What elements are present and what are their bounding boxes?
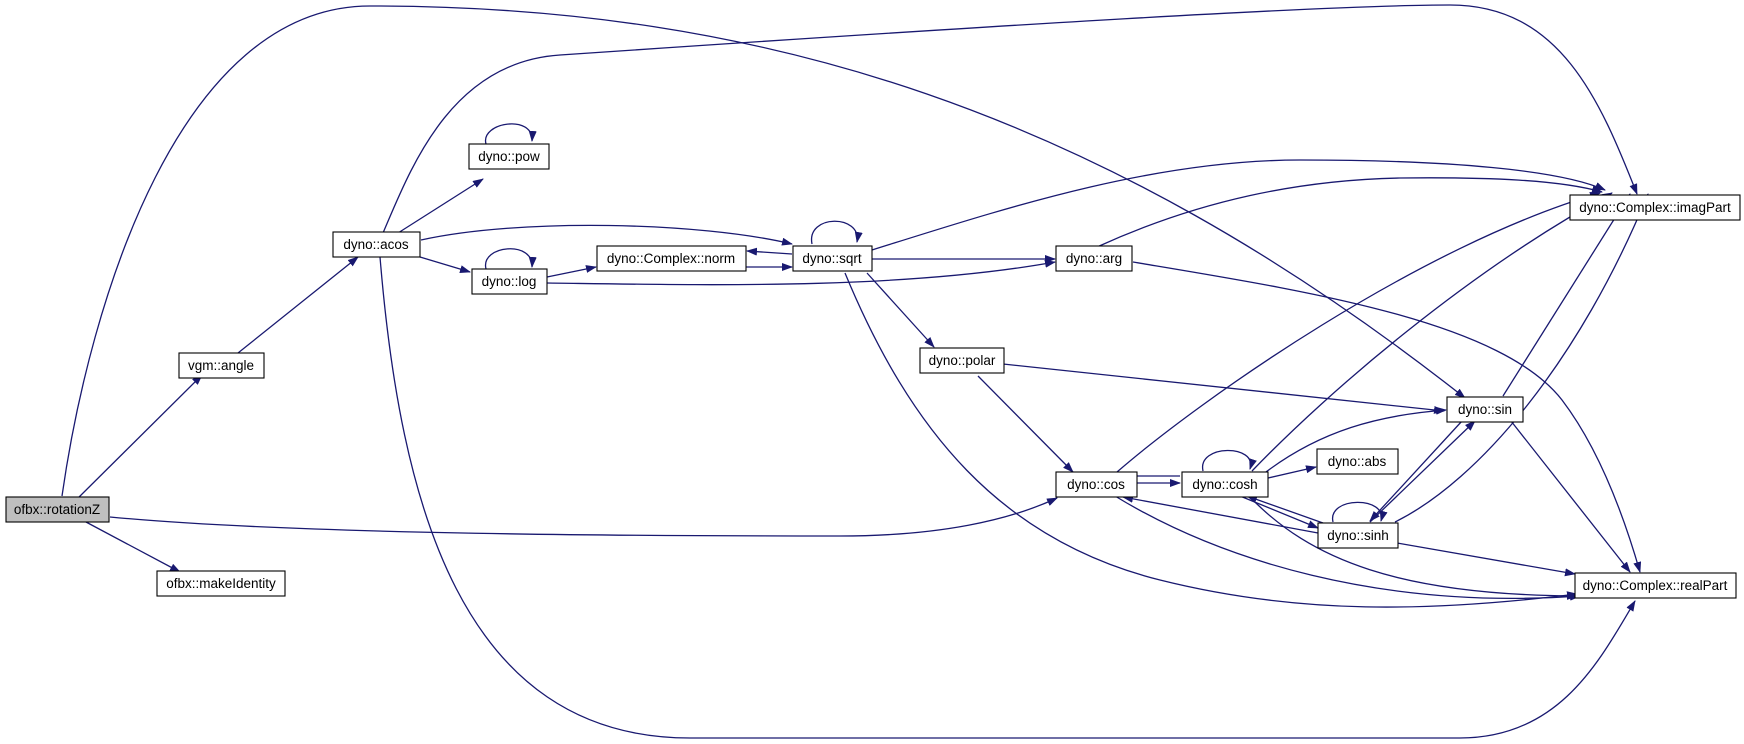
- edge-acos-sqrt: [420, 224, 793, 246]
- edge-log-norm: [546, 265, 597, 278]
- node-polar[interactable]: dyno::polar: [919, 347, 1005, 374]
- node-norm[interactable]: dyno::Complex::norm: [596, 245, 747, 272]
- node-label: dyno::cosh: [1192, 477, 1257, 492]
- edge-sinh-sin: [1369, 420, 1476, 523]
- edge-rotationZ-angle: [66, 374, 203, 510]
- node-angle[interactable]: vgm::angle: [178, 352, 265, 379]
- node-sinh[interactable]: dyno::sinh: [1317, 522, 1399, 549]
- edge-cosh-imagPart: [1251, 192, 1613, 472]
- node-label: dyno::polar: [929, 353, 996, 368]
- edge-acos-realPart: [379, 256, 1636, 739]
- node-label: ofbx::makeIdentity: [166, 576, 276, 591]
- node-label: dyno::Complex::imagPart: [1579, 200, 1731, 215]
- edge-log-log: [485, 248, 537, 270]
- edge-rotationZ-cos: [109, 497, 1058, 537]
- edge-sqrt-realPart: [844, 272, 1578, 608]
- node-imagPart[interactable]: dyno::Complex::imagPart: [1569, 194, 1741, 221]
- node-label: dyno::sin: [1458, 402, 1512, 417]
- edge-sqrt-sqrt: [811, 220, 863, 245]
- node-label: dyno::Complex::realPart: [1583, 578, 1728, 593]
- edge-rotationZ-sin: [61, 5, 1466, 497]
- node-label: dyno::sqrt: [802, 251, 862, 266]
- node-arg[interactable]: dyno::arg: [1055, 245, 1133, 272]
- nodes-layer: ofbx::rotationZ ofbx::makeIdentity vgm::…: [5, 143, 1741, 599]
- node-label: dyno::sinh: [1327, 528, 1389, 543]
- edge-sinh-realPart: [1396, 542, 1576, 577]
- edge-log-arg: [546, 259, 1056, 286]
- node-sin[interactable]: dyno::sin: [1446, 396, 1524, 423]
- edge-sinh-imagPart: [1394, 193, 1649, 523]
- node-pow[interactable]: dyno::pow: [468, 143, 550, 170]
- edge-rotationZ-makeIdentity: [85, 521, 181, 573]
- node-label: ofbx::rotationZ: [14, 502, 100, 517]
- edge-cosh-sin: [1261, 406, 1447, 476]
- edge-acos-pow: [397, 178, 484, 234]
- edge-cosh-realPart: [1248, 495, 1578, 600]
- edge-arg-realPart: [1132, 261, 1642, 573]
- edge-cosh-cosh: [1202, 449, 1257, 472]
- node-label: dyno::arg: [1066, 251, 1122, 266]
- edge-sinh-cos: [1122, 494, 1319, 534]
- edge-acos-imagPart: [382, 4, 1638, 234]
- node-cosh[interactable]: dyno::cosh: [1181, 471, 1269, 498]
- edge-pow-pow: [485, 123, 537, 145]
- edge-sinh-sinh: [1332, 501, 1388, 523]
- node-abs[interactable]: dyno::abs: [1316, 448, 1399, 475]
- node-rotationZ[interactable]: ofbx::rotationZ: [5, 496, 110, 523]
- edge-arg-imagPart: [1096, 177, 1603, 248]
- edge-sin-realPart: [1510, 420, 1631, 573]
- node-label: dyno::acos: [343, 237, 409, 252]
- node-label: dyno::log: [482, 274, 537, 289]
- edge-polar-cos: [977, 375, 1074, 473]
- edge-polar-sin: [1002, 363, 1445, 414]
- node-log[interactable]: dyno::log: [471, 268, 548, 295]
- node-label: dyno::Complex::norm: [607, 251, 735, 266]
- node-acos[interactable]: dyno::acos: [332, 231, 421, 258]
- edge-sqrt-norm: [746, 247, 793, 256]
- node-sqrt[interactable]: dyno::sqrt: [792, 245, 873, 272]
- node-label: dyno::abs: [1328, 454, 1387, 469]
- edge-angle-acos: [237, 256, 359, 354]
- edge-acos-log: [419, 256, 471, 273]
- edge-sinh-cosh: [1246, 495, 1324, 524]
- edges-layer: [61, 4, 1649, 739]
- edge-cosh-abs: [1267, 465, 1317, 479]
- edge-cos-realPart: [1114, 495, 1581, 601]
- node-label: dyno::cos: [1067, 477, 1125, 492]
- edge-cos-imagPart: [1116, 191, 1601, 473]
- edge-sin-sinh: [1369, 420, 1463, 522]
- edge-sin-imagPart: [1502, 193, 1631, 397]
- node-label: vgm::angle: [188, 358, 254, 373]
- edge-sqrt-polar: [866, 272, 935, 348]
- edge-sqrt-imagPart: [871, 159, 1606, 251]
- node-makeIdentity[interactable]: ofbx::makeIdentity: [156, 570, 286, 597]
- node-label: dyno::pow: [478, 149, 540, 164]
- node-cos[interactable]: dyno::cos: [1055, 471, 1138, 498]
- node-realPart[interactable]: dyno::Complex::realPart: [1574, 572, 1737, 599]
